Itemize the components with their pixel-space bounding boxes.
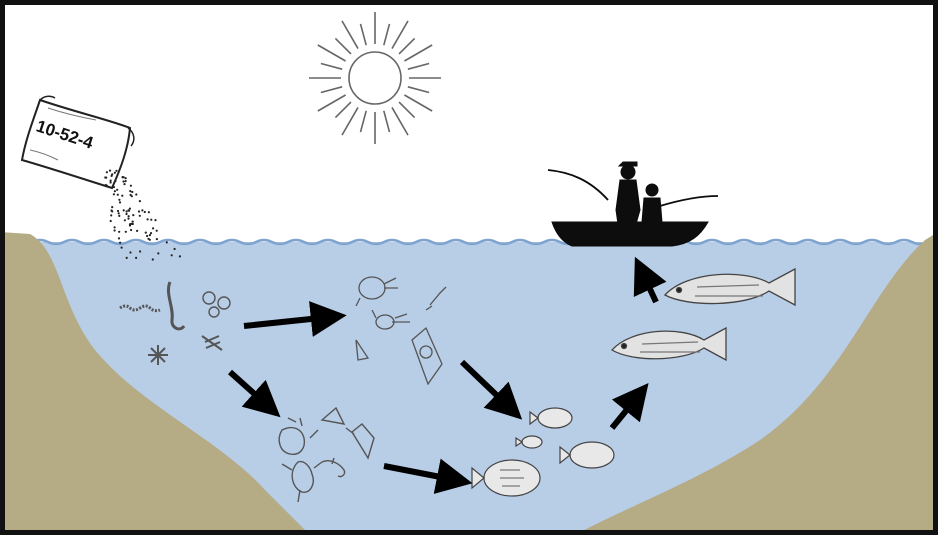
fertilizer-granule <box>147 218 149 220</box>
fertilizer-granule <box>122 176 124 178</box>
fertilizer-granule <box>110 209 112 211</box>
fertilizer-granule <box>166 241 168 243</box>
fertilizer-granule <box>110 214 112 216</box>
fertilizer-granule <box>123 209 125 211</box>
fertilizer-granule <box>144 211 146 213</box>
fertilizer-granule <box>130 185 132 187</box>
fertilizer-granule <box>148 211 150 213</box>
fertilizer-granule <box>121 195 123 197</box>
fertilizer-granule <box>128 215 130 217</box>
fertilizer-granule <box>150 219 152 221</box>
fertilizer-granule <box>126 210 128 212</box>
fertilizer-granule <box>125 177 127 179</box>
fertilizer-granule <box>122 180 124 182</box>
fertilizer-granule <box>135 257 137 259</box>
fertilizer-granule <box>115 170 117 172</box>
fertilizer-granule <box>126 257 128 259</box>
fertilizer-granule <box>139 250 141 252</box>
fertilizer-granule <box>145 232 147 234</box>
fertilizer-granule <box>156 238 158 240</box>
fertilizer-granule <box>105 177 107 179</box>
fertilizer-granule <box>125 180 127 182</box>
fertilizer-granule <box>114 190 116 192</box>
fertilizer-granule <box>117 210 119 212</box>
fertilizer-granule <box>156 230 158 232</box>
fertilizer-granule <box>110 220 112 222</box>
fertilizer-granule <box>152 258 154 260</box>
fertilizer-granule <box>129 251 131 253</box>
fertilizer-granule <box>130 194 132 196</box>
fertilizer-granule <box>138 210 140 212</box>
fertilizer-granule <box>152 227 154 229</box>
fertilizer-granule <box>116 189 118 191</box>
fertilizer-granule <box>139 200 141 202</box>
fertilizer-granule <box>139 215 141 217</box>
fertilizer-granule <box>154 219 156 221</box>
fertilizer-granule <box>125 231 127 233</box>
fertilizer-granule <box>109 170 111 172</box>
fertilizer-granule <box>118 199 120 201</box>
fertilizer-granule <box>114 229 116 231</box>
fertilizer-granule <box>171 254 173 256</box>
fertilizer-granule <box>124 219 126 221</box>
fertilizer-granule <box>123 183 125 185</box>
fertilizer-granule <box>125 213 127 215</box>
fertilizer-granule <box>118 237 120 239</box>
fertilizer-granule <box>110 180 112 182</box>
fertilizer-granule <box>113 193 115 195</box>
fertilizer-granule <box>111 206 113 208</box>
fertilizer-granule <box>157 252 159 254</box>
fertilizer-granule <box>131 191 133 193</box>
fertilizer-granule <box>121 247 123 249</box>
fertilizer-granule <box>118 215 120 217</box>
fertilizer-granule <box>114 226 116 228</box>
fertilizer-granule <box>129 190 131 192</box>
fertilizer-granule <box>149 234 151 236</box>
fertilizer-granule <box>179 255 181 257</box>
fertilizer-granule <box>111 175 113 177</box>
fertilizer-granule <box>141 209 143 211</box>
fertilizer-granule <box>132 223 134 225</box>
fertilizer-granule <box>119 201 121 203</box>
fertilizer-granule <box>105 184 107 186</box>
fertilizer-granule <box>129 208 131 210</box>
fertilizer-granule <box>135 193 137 195</box>
fertilizer-granule <box>150 232 152 234</box>
fertilizer-granule <box>119 242 121 244</box>
fertilizer-granule <box>114 172 116 174</box>
fertilizer-granule <box>130 229 132 231</box>
fertilizer-granule <box>117 194 119 196</box>
fertilizer-granule <box>136 230 138 232</box>
fertilizer-granule <box>146 235 148 237</box>
fertilizer-granule <box>127 218 129 220</box>
fertilizer-granule <box>132 214 134 216</box>
fertilizer-granule <box>106 171 108 173</box>
fertilizer-granule <box>174 248 176 250</box>
fertilizer-granule <box>132 221 134 223</box>
fertilizer-granule <box>113 186 115 188</box>
fertilizer-granule <box>127 209 129 211</box>
fertilizer-granule <box>110 181 112 183</box>
fertilizer-granule <box>118 231 120 233</box>
fertilizer-granule <box>147 238 149 240</box>
fertilizer-granule <box>118 212 120 214</box>
fertilizer-granule <box>114 180 116 182</box>
